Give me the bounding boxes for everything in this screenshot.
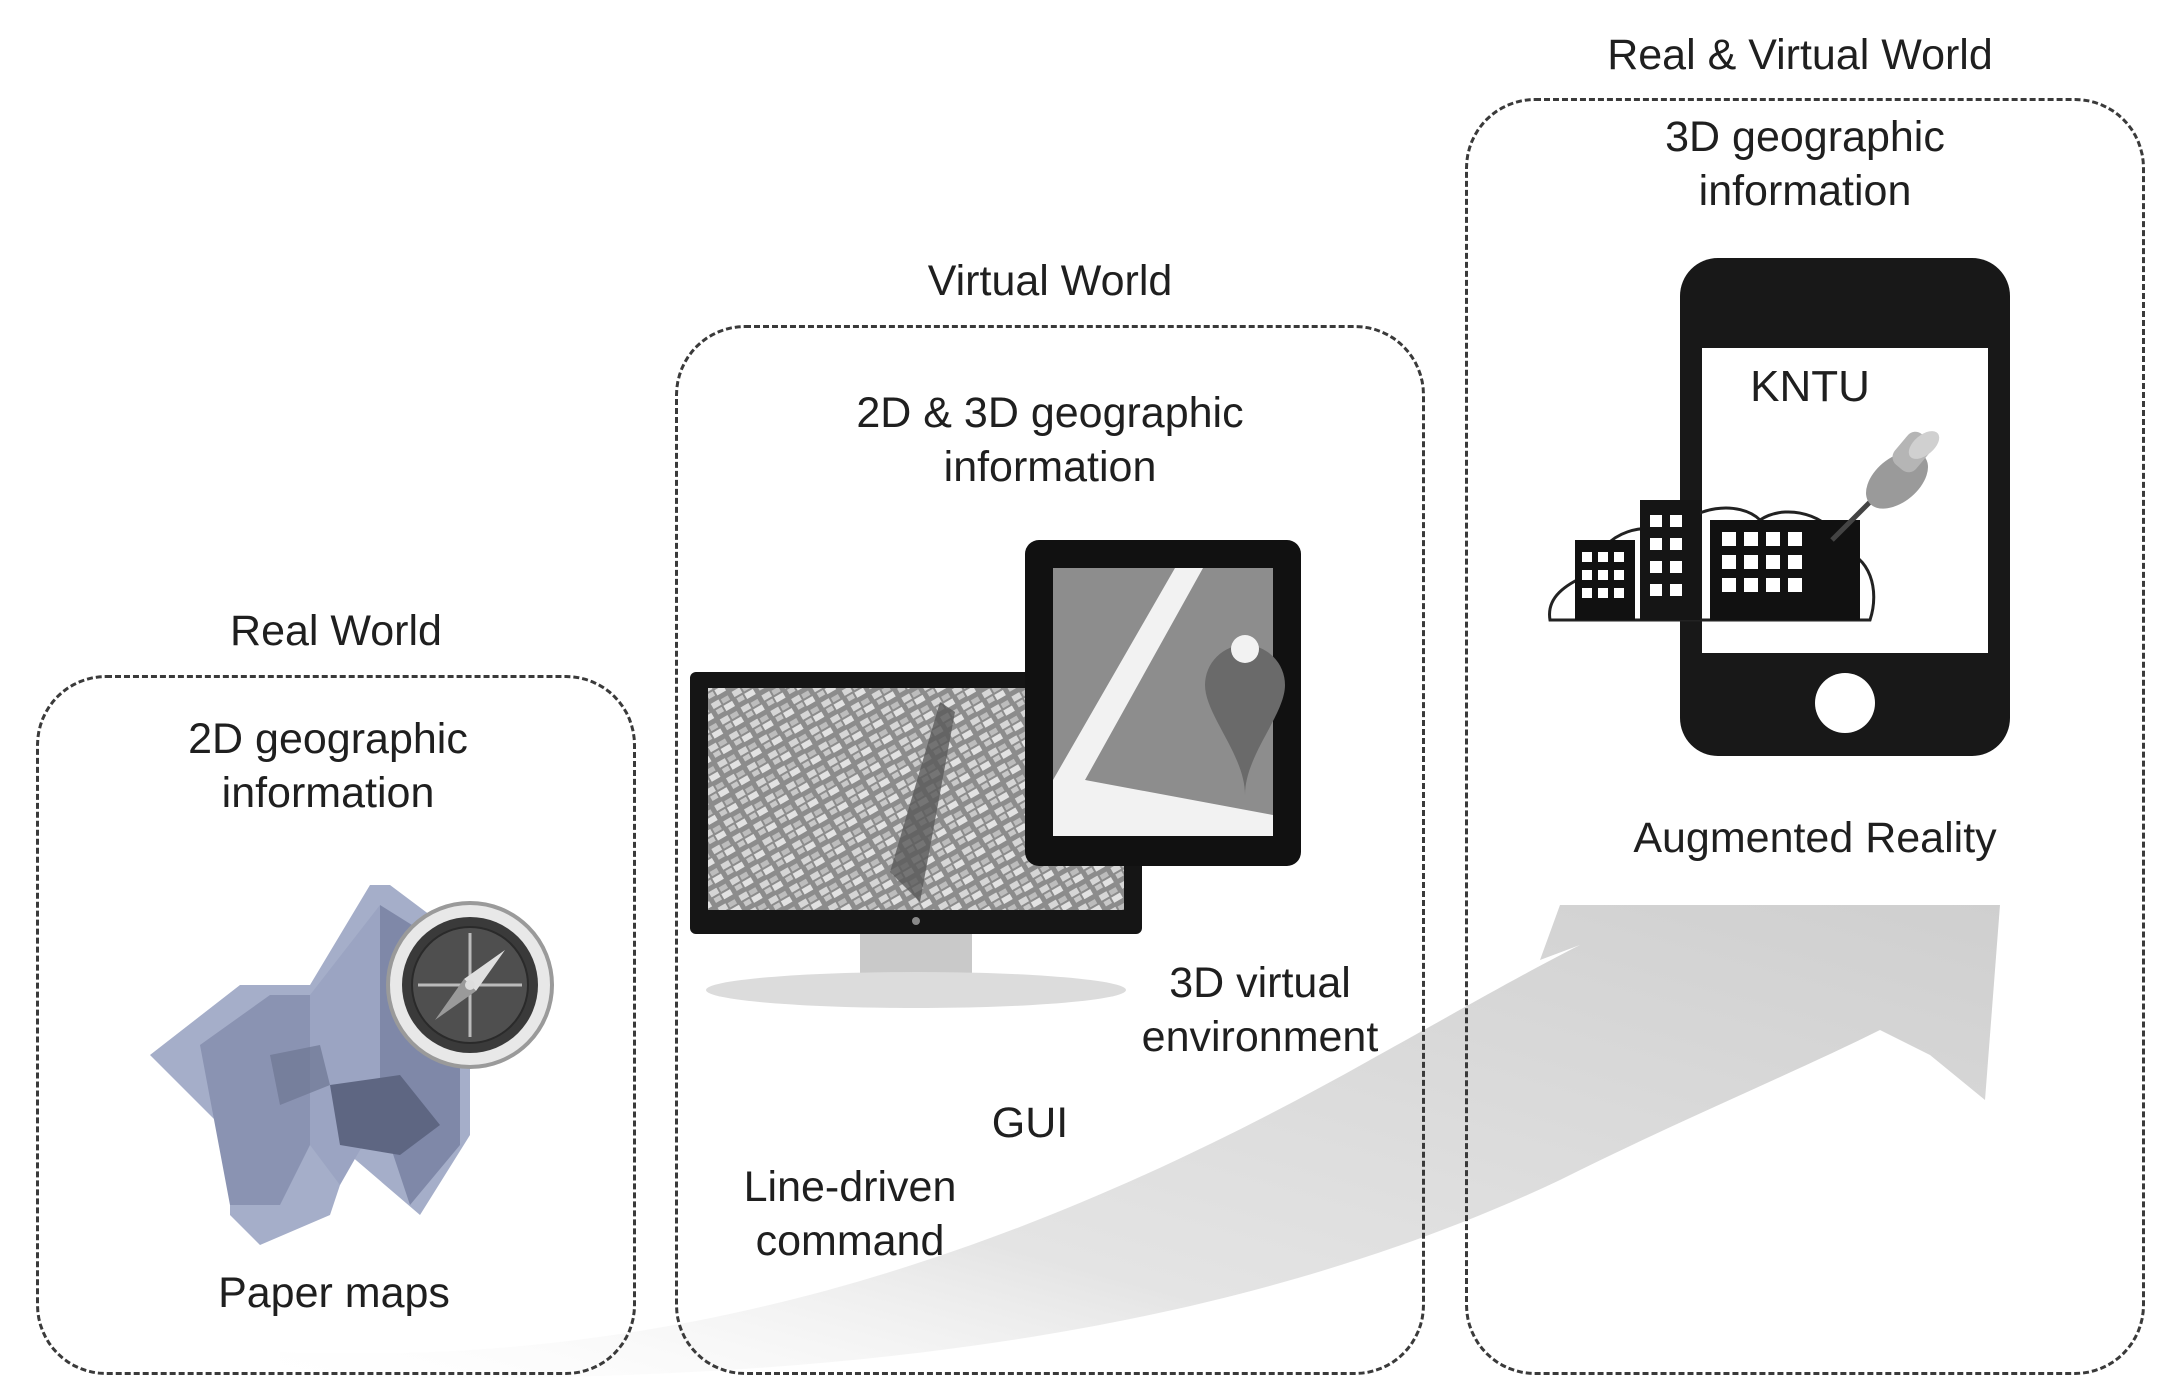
pushpin-icon xyxy=(1830,431,1940,542)
real-world-info: 2D geographic information xyxy=(188,715,468,817)
real-virtual-world-info: 3D geographic information xyxy=(1665,113,1945,215)
compass-icon xyxy=(386,901,554,1069)
gui-caption: GUI xyxy=(991,1099,1069,1147)
tablet-map-icon xyxy=(1025,540,1301,866)
3d-virtual-environment-caption: 3D virtual environment xyxy=(1141,959,1379,1061)
real-world-title: Real World xyxy=(230,607,442,655)
line-driven-command-caption: Line-driven command xyxy=(743,1163,957,1265)
real-virtual-world-box xyxy=(1465,98,2145,1375)
virtual-world-info: 2D & 3D geographic information xyxy=(856,389,1244,491)
virtual-world-title: Virtual World xyxy=(927,257,1173,305)
real-world-box xyxy=(36,675,636,1375)
virtual-world-box xyxy=(675,325,1425,1375)
real-virtual-world-title: Real & Virtual World xyxy=(1607,31,1993,79)
augmented-reality-caption: Augmented Reality xyxy=(1633,814,1997,862)
kntu-phone-text: KNTU xyxy=(1750,362,1870,411)
paper-maps-caption: Paper maps xyxy=(218,1269,450,1317)
